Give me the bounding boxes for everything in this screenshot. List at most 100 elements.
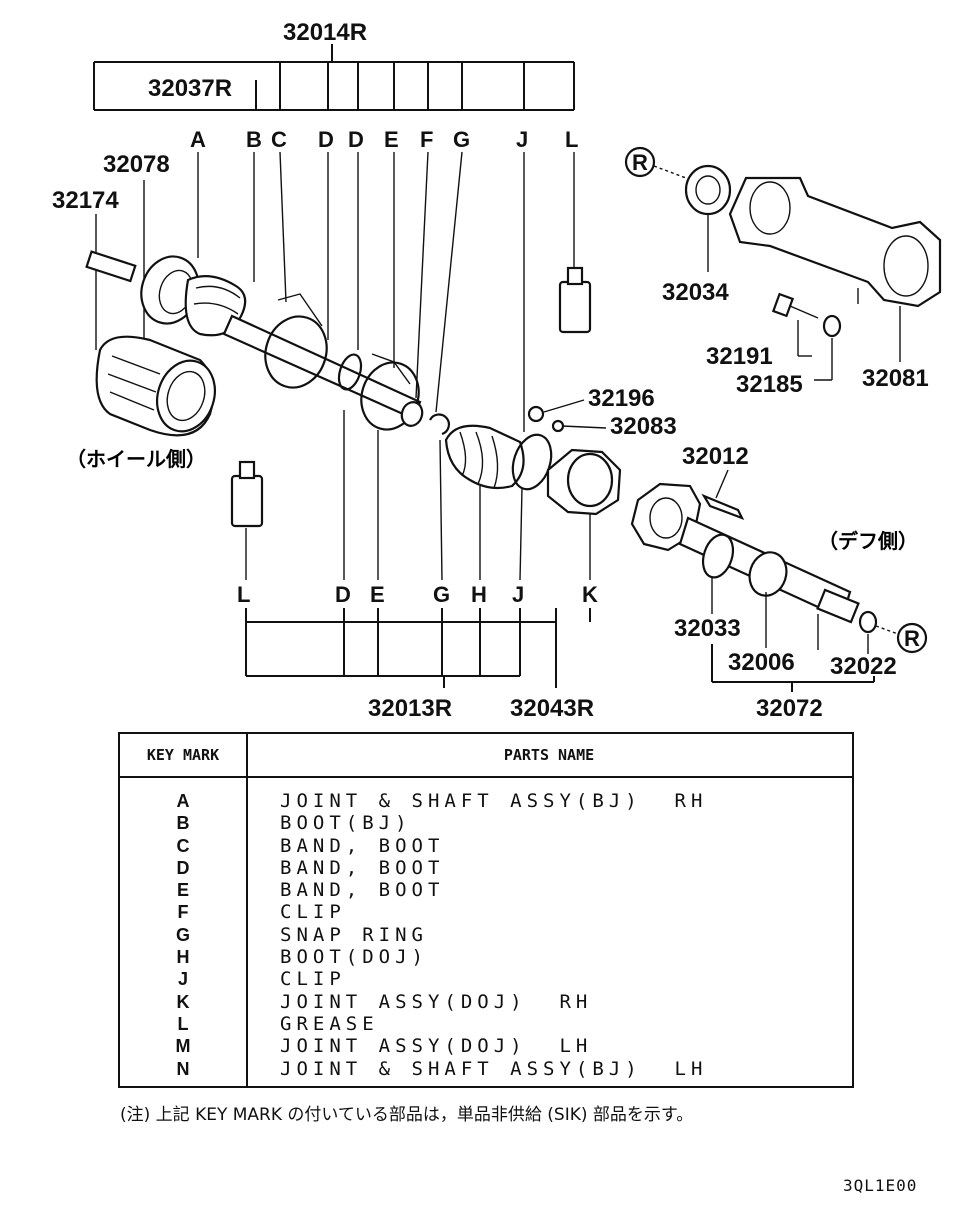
part-number-32012: 32012 xyxy=(682,443,749,470)
doj-joint xyxy=(527,405,622,516)
row-name: GREASE xyxy=(280,1012,379,1035)
row-key: F xyxy=(177,902,189,923)
assembly-number-32013r: 32013R xyxy=(368,695,452,720)
diff-side-label: （デフ側） xyxy=(818,529,918,553)
row-key: M xyxy=(175,1036,191,1057)
table-rows: A JOINT & SHAFT ASSY(BJ) RH B BOOT(BJ) C BA… xyxy=(120,790,852,1080)
part-number-32196: 32196 xyxy=(588,385,655,412)
assembly-number-32072: 32072 xyxy=(756,695,823,720)
row-key: B xyxy=(176,813,190,834)
diagram-code: 3QL1E00 xyxy=(843,1176,918,1195)
top-key-a: A xyxy=(190,127,206,152)
washer-32185 xyxy=(822,314,842,380)
part-number-32022: 32022 xyxy=(830,653,897,680)
bottom-key-g: G xyxy=(433,582,450,607)
top-leader-lines xyxy=(95,151,575,432)
bottom-key-k: K xyxy=(582,582,598,607)
table-row: J CLIP xyxy=(120,968,852,990)
part-number-32185: 32185 xyxy=(736,371,803,398)
bottom-key-labels: L D E G H J K xyxy=(237,582,598,607)
bottom-key-e: E xyxy=(370,582,385,607)
row-name: BAND, BOOT xyxy=(280,856,445,879)
part-number-32033: 32033 xyxy=(674,615,741,642)
row-name: CLIP xyxy=(280,968,346,991)
bracket-32013r xyxy=(245,608,591,688)
top-key-j: J xyxy=(516,127,528,152)
row-name: BOOT(DOJ) xyxy=(280,946,428,969)
top-key-f: F xyxy=(420,127,433,152)
wheel-side-label: （ホイール側） xyxy=(66,447,206,471)
row-name: CLIP xyxy=(280,901,346,924)
boot-doj xyxy=(444,424,553,491)
footnote: (注) 上記 KEY MARK の付いている部品は，単品非供給 (SIK) 部品… xyxy=(120,1105,694,1125)
row-key: E xyxy=(176,880,189,901)
bolt-32191 xyxy=(771,292,819,356)
table-row: H BOOT(DOJ) xyxy=(120,946,852,968)
top-key-l: L xyxy=(565,127,578,152)
row-key: A xyxy=(176,791,190,811)
row-key: K xyxy=(176,991,190,1012)
row-key: C xyxy=(176,835,190,856)
table-row: C BAND, BOOT xyxy=(120,835,852,857)
grease-tube-top xyxy=(558,266,592,334)
assembly-number-sub: 32037R xyxy=(148,75,232,102)
table-row: B BOOT(BJ) xyxy=(120,812,852,834)
table-row: N JOINT & SHAFT ASSY(BJ) LH xyxy=(120,1058,852,1080)
row-key: D xyxy=(176,857,190,878)
row-name: BOOT(BJ) xyxy=(280,812,412,835)
row-name: SNAP RING xyxy=(280,923,428,946)
table-header: KEY MARK PARTS NAME xyxy=(120,734,852,778)
table-row: K JOINT ASSY(DOJ) RH xyxy=(120,991,852,1013)
bottom-key-d: D xyxy=(335,582,351,607)
seal-32034 xyxy=(684,164,732,272)
exploded-parts-diagram: A B C D D E F G J L 32014R 32037R 32078 … xyxy=(52,19,942,720)
row-key: J xyxy=(177,969,188,990)
row-name: JOINT ASSY(DOJ) LH xyxy=(280,1035,593,1058)
header-parts-name: PARTS NAME xyxy=(503,746,595,764)
assembly-number-32043r: 32043R xyxy=(510,695,594,720)
row-name: JOINT & SHAFT ASSY(BJ) LH xyxy=(280,1057,708,1080)
bottom-leader-lines xyxy=(245,410,591,581)
top-key-labels: A B C D D E F G J L xyxy=(190,127,578,152)
ref-mark-r-bottom: R xyxy=(875,622,928,654)
top-key-b: B xyxy=(246,127,262,152)
top-key-g: G xyxy=(453,127,470,152)
row-name: BAND, BOOT xyxy=(280,834,445,857)
table-row: D BAND, BOOT xyxy=(120,857,852,879)
row-key: H xyxy=(176,947,190,968)
assembly-number-top: 32014R xyxy=(283,19,367,46)
ref-mark-r-top: R xyxy=(624,146,687,179)
bolt-32012 xyxy=(701,469,745,521)
assembly-number-32078: 32078 xyxy=(103,151,170,178)
top-key-d2: D xyxy=(348,127,364,152)
parts-table: KEY MARK PARTS NAME A JOINT & SHAFT ASSY(… xyxy=(118,732,854,1088)
part-number-32006: 32006 xyxy=(728,649,795,676)
bottom-key-l: L xyxy=(237,582,250,607)
row-key: L xyxy=(177,1013,189,1034)
row-name: BAND, BOOT xyxy=(280,879,445,902)
part-number-32081: 32081 xyxy=(862,365,929,392)
row-name: JOINT ASSY(DOJ) RH xyxy=(280,990,593,1013)
top-key-e: E xyxy=(384,127,399,152)
table-row: E BAND, BOOT xyxy=(120,879,852,901)
part-number-32083: 32083 xyxy=(610,413,677,440)
row-name: JOINT & SHAFT ASSY(BJ) RH xyxy=(280,790,708,812)
table-row: A JOINT & SHAFT ASSY(BJ) RH xyxy=(120,790,852,812)
housing-32081 xyxy=(728,176,942,356)
flange-shaft xyxy=(630,482,878,634)
grease-tube-bottom xyxy=(230,460,264,528)
column-divider xyxy=(246,734,248,1086)
top-key-d1: D xyxy=(318,127,334,152)
svg-text:R: R xyxy=(904,626,920,651)
row-key: N xyxy=(176,1058,190,1079)
table-row: L GREASE xyxy=(120,1013,852,1035)
table-row: F CLIP xyxy=(120,901,852,923)
row-key: G xyxy=(175,924,190,945)
top-bracket-lines xyxy=(93,44,575,111)
boot-bands xyxy=(264,293,451,436)
top-key-c: C xyxy=(271,127,287,152)
header-key-mark: KEY MARK xyxy=(146,746,220,764)
part-number-32034: 32034 xyxy=(662,279,729,306)
assembly-number-32174: 32174 xyxy=(52,187,119,214)
table-row: M JOINT ASSY(DOJ) LH xyxy=(120,1035,852,1057)
